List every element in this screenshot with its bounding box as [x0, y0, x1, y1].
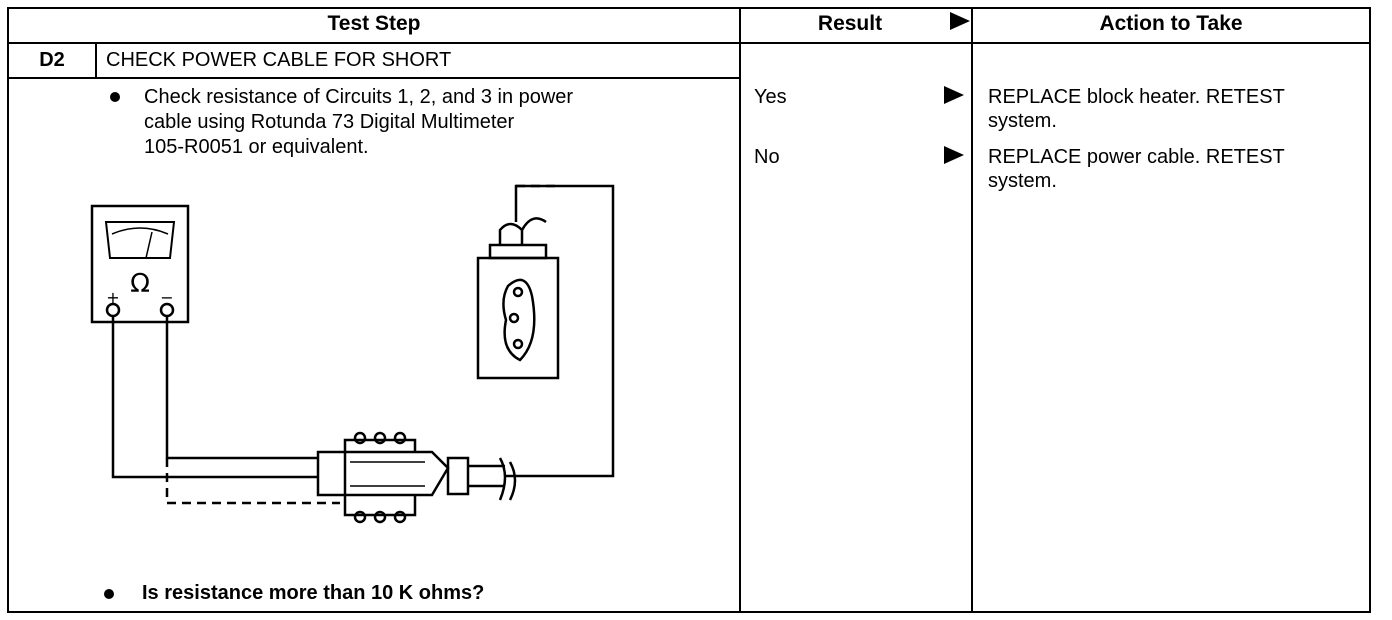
bullet-icon: [110, 92, 120, 102]
action-no: REPLACE power cable. RETEST system.: [988, 145, 1285, 193]
multimeter-icon: [90, 204, 190, 324]
action-line: REPLACE block heater. RETEST: [988, 86, 1285, 108]
header-result: Result: [817, 12, 883, 35]
header-arrow-icon: [950, 12, 970, 30]
arrow-icon: [944, 146, 964, 164]
instruction-text: Check resistance of Circuits 1, 2, and 3…: [144, 85, 573, 160]
step-title: CHECK POWER CABLE FOR SHORT: [106, 49, 452, 71]
action-yes: REPLACE block heater. RETEST system.: [988, 85, 1285, 133]
instruction-line: Check resistance of Circuits 1, 2, and 3…: [144, 86, 574, 108]
bullet-icon: [104, 589, 114, 599]
result-no: No: [754, 146, 780, 168]
action-line: system.: [988, 170, 1057, 192]
header-test-step: Test Step: [327, 12, 421, 35]
ohm-symbol: Ω: [130, 269, 150, 299]
action-line: system.: [988, 110, 1057, 132]
instruction-line: 105-R0051 or equivalent.: [144, 136, 369, 158]
plus-label: +: [106, 288, 119, 307]
action-line: REPLACE power cable. RETEST: [988, 146, 1285, 168]
step-id: D2: [39, 49, 65, 71]
header-action: Action to Take: [1099, 12, 1243, 35]
arrow-icon: [944, 86, 964, 104]
instruction-line: cable using Rotunda 73 Digital Multimete…: [144, 111, 515, 133]
wiring-diagram: Ω + −: [90, 184, 615, 524]
result-yes: Yes: [754, 86, 787, 108]
minus-label: −: [160, 288, 173, 307]
question-text: Is resistance more than 10 K ohms?: [142, 582, 485, 604]
